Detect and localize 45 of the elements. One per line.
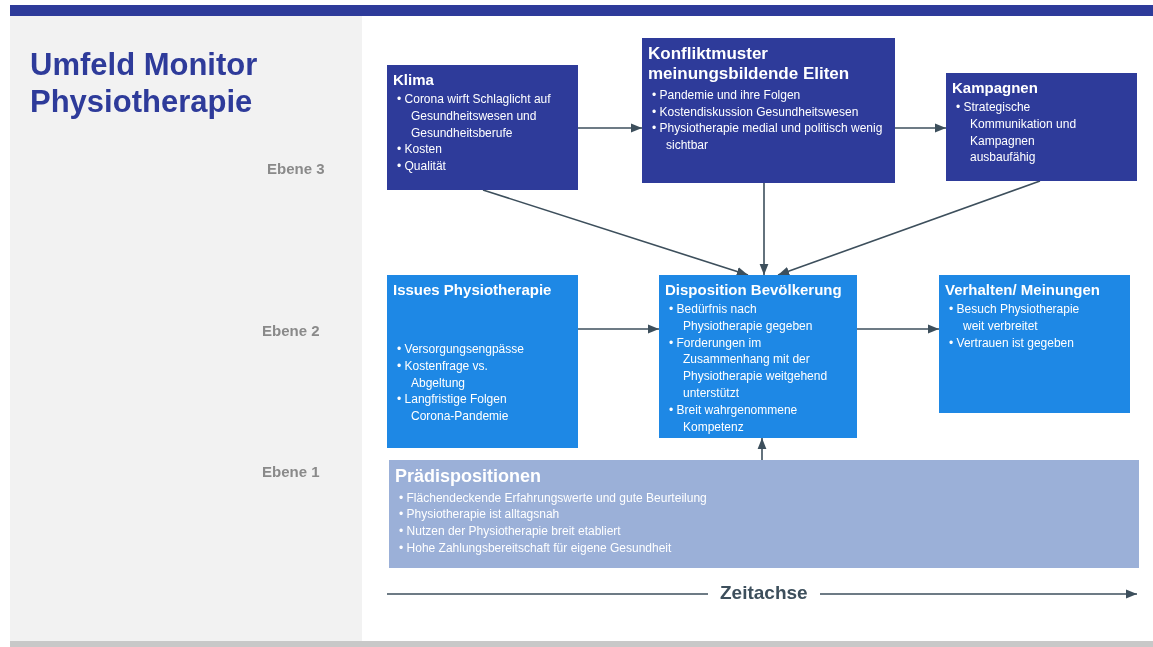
bullet-item: • Breit wahrgenommene Kompetenz — [669, 401, 799, 436]
process-box — [387, 65, 578, 190]
bullet-item: • Hohe Zahlungsbereitschaft für eigene Gesundheit — [399, 540, 673, 557]
level-label: Ebene 1 — [262, 463, 320, 480]
box-heading: Kampagnen — [952, 79, 1039, 97]
box-heading: Klima — [393, 71, 435, 89]
bullet-item: • Besuch Physiotherapie weit verbreitet — [949, 301, 1081, 335]
arrow — [777, 180, 1041, 276]
bullet-item: • Kostenfrage vs. Abgeltung — [397, 357, 489, 392]
title: Umfeld Monitor Physiotherapie — [30, 46, 259, 121]
box-heading: Prädispositionen — [395, 466, 543, 488]
bullet-item: • Kostendiskussion Gesundheitswesen — [652, 103, 860, 121]
arrow — [757, 437, 767, 461]
level-label: Ebene 3 — [267, 160, 325, 177]
box-heading: Issues Physiotherapie — [393, 281, 553, 299]
bullet-item: • Kosten — [397, 141, 443, 159]
arrow — [759, 182, 769, 276]
arrow — [577, 123, 643, 133]
bullet-item: • Strategische Kommunikation und Kampagnen ausbaufähig — [956, 99, 1078, 167]
bullet-item: • Physiotherapie medial und politisch wenig sichtbar — [652, 120, 884, 154]
arrow — [856, 324, 940, 334]
bullet-item: • Physiotherapie ist alltagsnah — [399, 506, 561, 524]
bullet-item: • Flächendeckende Erfahrungswerte und gute Beurteilung — [399, 489, 708, 507]
bullet-item: • Vertrauen ist gegeben — [949, 334, 1075, 352]
level-label: Ebene 2 — [262, 322, 320, 339]
process-box — [946, 73, 1137, 181]
arrow — [894, 123, 947, 133]
bullet-item: • Bedürfnis nach Physiotherapie gegeben — [669, 301, 814, 335]
process-box — [389, 460, 1139, 568]
process-box — [387, 275, 578, 448]
process-box — [642, 38, 895, 183]
arrow — [482, 189, 749, 276]
process-box — [659, 275, 857, 438]
bullet-item: • Nutzen der Physiotherapie breit etabliert — [399, 523, 622, 540]
box-heading: Disposition Bevölkerung — [665, 281, 843, 299]
process-box — [939, 275, 1130, 413]
bullet-item: • Pandemie und ihre Folgen — [652, 86, 802, 104]
bullet-item: • Versorgungsengpässe — [397, 341, 525, 358]
bullet-item: • Langfristige Folgen Corona-Pandemie — [397, 391, 510, 425]
bullet-item: • Corona wirft Schlaglicht auf Gesundheitswesen und Gesundheitsberufe — [397, 91, 552, 142]
box-heading: Verhalten/ Meinungen — [945, 281, 1102, 299]
bullet-item: • Qualität — [397, 158, 447, 175]
arrow — [577, 324, 660, 334]
bullet-item: • Forderungen im Zusammenhang mit der Physiotherapie weitgehend unterstützt — [669, 334, 829, 402]
box-heading: Konfliktmuster meinungsbildende Eliten — [648, 44, 851, 85]
